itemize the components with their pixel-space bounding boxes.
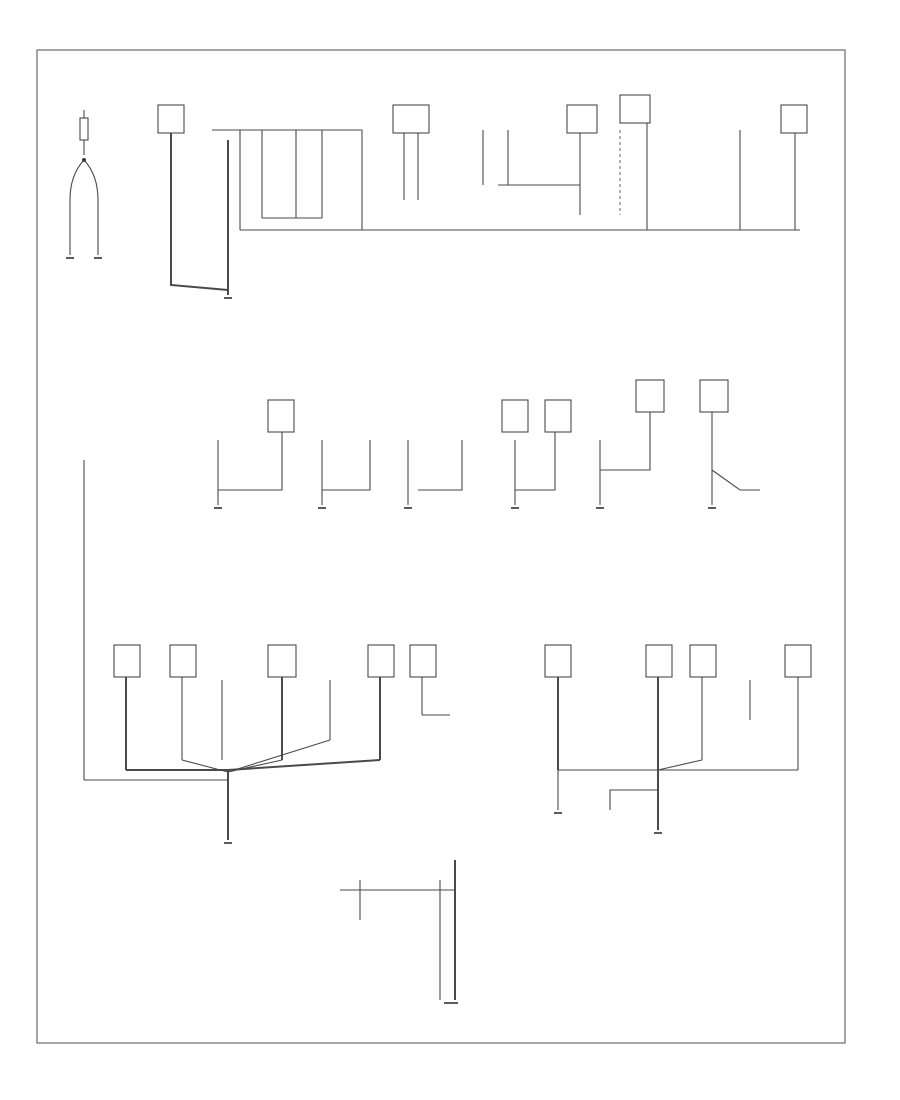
top-left-ground-wire (170, 133, 229, 291)
battery-ground-group (66, 110, 102, 259)
top-components (157, 94, 808, 134)
lower-right-components (544, 644, 812, 678)
lower-left-wires (84, 677, 450, 844)
bottom-center-ground (340, 860, 458, 1004)
diagram-frame (36, 49, 846, 1044)
top-branch-wires (212, 123, 800, 231)
middle-wires (83, 412, 760, 780)
lower-left-components (113, 644, 437, 678)
lower-right-wires (554, 677, 799, 834)
middle-components (267, 379, 729, 433)
